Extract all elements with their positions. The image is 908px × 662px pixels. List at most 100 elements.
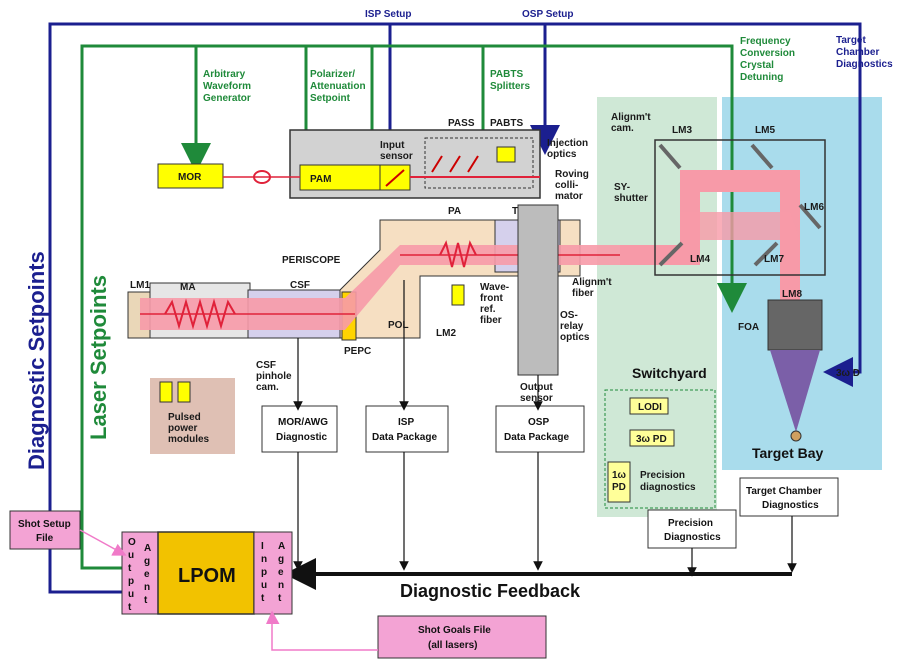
shot-goals-2: (all lasers)	[428, 640, 477, 651]
agent-letter: n	[144, 582, 150, 593]
wavefront-1: Wave-	[480, 282, 509, 293]
agent-letter: e	[278, 567, 284, 578]
alignt-fiber-1: Alignm't	[572, 277, 612, 288]
mor-awg-1: MOR/AWG	[278, 417, 328, 428]
tcd-box-2: Diagnostics	[762, 500, 819, 511]
isp-pkg-1: ISP	[398, 417, 414, 428]
roving-label-1: Roving	[555, 169, 589, 180]
precision-diag-1: Precision	[640, 470, 685, 481]
pulsed-label-3: modules	[168, 434, 210, 445]
agent-letter: u	[128, 589, 134, 600]
output-sensor-1: Output	[520, 382, 553, 393]
sy-to-target	[680, 212, 800, 240]
switchyard-label: Switchyard	[632, 365, 707, 381]
target	[790, 430, 802, 442]
tcd-box-1: Target Chamber	[746, 486, 822, 497]
shot-setup-2: File	[36, 533, 54, 544]
agent-letter: g	[144, 556, 150, 567]
lm8-label: LM8	[782, 289, 802, 300]
agent-letter: n	[261, 554, 267, 565]
shot-setup-1: Shot Setup	[18, 519, 71, 530]
agent-letter: p	[128, 576, 134, 587]
agent-letter: t	[278, 593, 282, 604]
agent-letter: O	[128, 537, 136, 548]
lm-mirrors	[658, 143, 822, 267]
one-pd-1: 1ω	[612, 470, 627, 481]
pabts-yellow	[496, 146, 516, 163]
lodi-box	[629, 397, 669, 415]
lodi-label: LODI	[638, 402, 662, 413]
freq-label-3: Crystal	[740, 60, 774, 71]
pabts-label-2: Splitters	[490, 81, 530, 92]
diagnostic-setpoints-label: Diagnostic Setpoints	[24, 251, 49, 470]
agent-letter: t	[144, 595, 148, 606]
osp-pkg-2: Data Package	[504, 432, 569, 443]
shot-goals-box	[377, 615, 547, 659]
foa-label: FOA	[738, 322, 759, 333]
sy-shutter-2: shutter	[614, 193, 648, 204]
alignt-cam-1: Alignm't	[611, 112, 651, 123]
mor-label: MOR	[178, 172, 202, 183]
switchyard-beam	[620, 170, 800, 300]
alignt-cam-2: cam.	[611, 123, 634, 134]
alignt-fiber-2: fiber	[572, 288, 594, 299]
lpom-box	[157, 531, 255, 615]
shot-goals-1: Shot Goals File	[418, 625, 491, 636]
pulsed-label-1: Pulsed	[168, 412, 201, 423]
input-sensor-mirror	[385, 169, 405, 187]
lm3-label: LM3	[672, 125, 692, 136]
agent-letter: t	[128, 602, 132, 613]
os-relay-3: optics	[560, 332, 590, 343]
sy-shutter-1: SY-	[614, 182, 630, 193]
target-bay-region	[722, 97, 882, 470]
laser-setpoint-line	[80, 44, 747, 570]
pass-mirrors	[431, 155, 479, 173]
precision-diag-2: diagnostics	[640, 482, 696, 493]
isp-pkg-box	[365, 405, 449, 453]
pulsed-label-2: power	[168, 423, 198, 434]
tcd-top-1: Target	[836, 35, 866, 46]
three-d-label: 3ω D	[836, 368, 860, 379]
pol-label: POL	[388, 320, 409, 331]
agent-letter: p	[261, 567, 267, 578]
lm1-label: LM1	[130, 280, 150, 291]
output-sensor-2: sensor	[520, 393, 553, 404]
tcd-top-2: Chamber	[836, 47, 879, 58]
os-relay-1: OS-	[560, 310, 578, 321]
injection-label-2: optics	[547, 149, 577, 160]
agent-letter: g	[278, 554, 284, 565]
pol-label-1: Polarizer/	[310, 69, 355, 80]
injection-label-1: Injection	[547, 138, 588, 149]
lm5-label: LM5	[755, 125, 775, 136]
pass-box	[424, 137, 534, 189]
three-pd-label: 3ω PD	[636, 434, 667, 445]
lpom-label: LPOM	[178, 565, 236, 587]
target-bay-label: Target Bay	[752, 445, 824, 461]
osp-setup-label: OSP Setup	[522, 9, 574, 20]
osp-pkg-box	[495, 405, 585, 453]
awg-label-3: Generator	[203, 93, 251, 104]
pa-pulsed-module	[451, 284, 465, 306]
output-sensor-column	[517, 204, 559, 376]
lm-frame	[654, 139, 826, 276]
lm6-label: LM6	[804, 202, 824, 213]
target-cone	[770, 350, 820, 432]
three-pd-box	[629, 429, 675, 447]
prec-diag-box	[647, 509, 737, 549]
isp-setup-label: ISP Setup	[365, 9, 412, 20]
tcd-box	[739, 477, 839, 517]
pass-label: PASS	[448, 118, 475, 129]
lm2-label: LM2	[436, 328, 456, 339]
agent-letter: I	[261, 541, 264, 552]
isp-pkg-2: Data Package	[372, 432, 437, 443]
agent-letter: n	[278, 580, 284, 591]
pol-label-2: Attenuation	[310, 81, 366, 92]
feedback-label: Diagnostic Feedback	[400, 581, 581, 601]
os-relay-2: relay	[560, 321, 584, 332]
agent-letter: A	[144, 543, 151, 554]
awg-label-1: Arbitrary	[203, 69, 246, 80]
freq-label-4: Detuning	[740, 72, 783, 83]
main-beam	[140, 245, 620, 330]
